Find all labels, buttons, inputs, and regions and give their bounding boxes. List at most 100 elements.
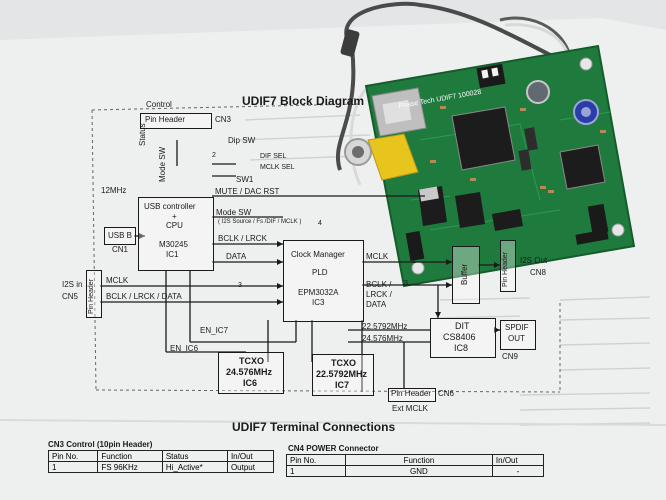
cn4-cell-inout: -: [491, 465, 545, 477]
mute-dac-rst-label: MUTE / DAC RST: [215, 187, 280, 196]
cpu-label: CPU: [166, 221, 183, 230]
pin-header-cn8-box: Pin Header: [500, 240, 516, 292]
mode-sw2-sub-label: ( I2S Source / Fs /DIF / MCLK ): [218, 219, 302, 225]
ext-mclk-label: Ext MCLK: [392, 404, 429, 413]
cn6-label: CN6: [438, 389, 455, 398]
dit-box: DIT CS8406 IC8: [430, 318, 496, 358]
data-label: DATA: [226, 252, 247, 261]
pin-header-cn5-label: Pin Header: [88, 278, 95, 314]
bclk-lrck-label: BCLK / LRCK: [218, 234, 267, 243]
status-label: Status: [138, 123, 147, 146]
spdif-out-box: SPDIF OUT: [500, 320, 536, 350]
pin-header-cn5-box: Pin Header: [86, 270, 102, 318]
cn4-header-inout: In/Out: [491, 454, 545, 466]
m30245-label: M30245: [159, 240, 188, 249]
pin-header-cn6-box: Pin Header: [388, 388, 436, 402]
i2s-in-label: I2S in: [62, 280, 83, 289]
spdif-label: SPDIF: [505, 323, 529, 332]
en-ic6-label: EN_IC6: [170, 344, 199, 353]
usb-controller-label: USB controller: [144, 202, 196, 211]
mode-sw2-label: Mode SW: [216, 208, 252, 217]
tcxo2-freq-label: 22.5792MHz: [316, 369, 368, 379]
ic8-label: IC8: [454, 343, 469, 353]
freq-22-label: 22.5792MHz: [362, 322, 408, 331]
usb-controller-box: USB controller + CPU M30245 IC1: [138, 197, 214, 271]
lrck-out-label: LRCK /: [366, 290, 392, 299]
usb-controller-plus: +: [172, 212, 177, 221]
mclk-out-label: MCLK: [366, 252, 389, 261]
usb-b-label: USB B: [108, 231, 133, 240]
cn5-label: CN5: [62, 292, 79, 301]
cn4-table-header-row: Pin No. Function In/Out: [286, 454, 545, 466]
tcxo2-label: TCXO: [331, 358, 357, 368]
cn3-table-header-row: Pin No. Function Status In/Out: [47, 450, 275, 462]
mclk-sel-label: MCLK SEL: [260, 164, 295, 171]
cn3-header-inout: In/Out: [226, 450, 275, 462]
cn4-cell-function: GND: [344, 465, 493, 477]
sw1-label: SW1: [236, 175, 254, 184]
tcxo1-freq-label: 24.576MHz: [226, 367, 273, 377]
bus-width-3b: 3: [404, 280, 408, 287]
control-label: Control: [146, 100, 172, 109]
cn3-table-title: CN3 Control (10pin Header): [48, 440, 153, 449]
cn3-header-function: Function: [97, 450, 163, 462]
cn4-header-pin: Pin No.: [286, 454, 346, 466]
cn3-header-pin: Pin No.: [47, 450, 99, 462]
pin-header-cn3-box: Pin Header: [140, 113, 212, 129]
mode-sw-label: Mode SW: [158, 146, 167, 182]
bus-width-4: 4: [318, 220, 322, 227]
cn3-table-row: 1 FS 96KHz Hi_Active* Output: [47, 461, 275, 473]
pin-header-cn8-label: Pin Header: [502, 251, 509, 287]
bclk-out-label: BCLK /: [366, 280, 392, 289]
tcxo-ic6-box: TCXO 24.576MHz IC6: [218, 352, 284, 394]
bus-width-3a: 3: [238, 282, 242, 289]
bus-width-1: 1: [412, 258, 416, 265]
cn4-cell-pin: 1: [286, 465, 346, 477]
cn4-table-row: 1 GND -: [286, 465, 545, 477]
ic7-label: IC7: [335, 380, 350, 390]
usb-b-box: USB B: [104, 227, 136, 245]
cn3-cell-function: FS 96KHz: [97, 461, 163, 473]
cn3-header-status: Status: [161, 450, 228, 462]
buffer-label: Buffer: [460, 263, 469, 285]
ic6-label: IC6: [243, 378, 258, 388]
bclk-lrck-data-label: BCLK / LRCK / DATA: [106, 292, 182, 301]
spdif-out-label: OUT: [508, 334, 525, 343]
dif-sel-label: DIF SEL: [260, 153, 287, 160]
ic3-label: IC3: [312, 298, 325, 307]
cn4-header-function: Function: [344, 454, 493, 466]
cn4-table: Pin No. Function In/Out 1 GND -: [286, 454, 545, 477]
dit-label: DIT: [455, 321, 470, 331]
mclk-in-label: MCLK: [106, 276, 129, 285]
data-out-label: DATA: [366, 300, 387, 309]
terminal-title: UDIF7 Terminal Connections: [232, 420, 396, 434]
cs8406-label: CS8406: [443, 332, 476, 342]
cn9-label: CN9: [502, 352, 519, 361]
freq-24-label: 24.576MHz: [362, 334, 403, 343]
i2s-out-label: I2S Out: [520, 256, 548, 265]
clock-manager-label: Clock Manager: [291, 250, 345, 259]
tcxo1-label: TCXO: [239, 356, 265, 366]
ic1-label: IC1: [166, 250, 179, 259]
cn3-cell-inout: Output: [226, 461, 275, 473]
tcxo-ic7-box: TCXO 22.5792MHz IC7: [312, 354, 374, 396]
crystal-12mhz-label: 12MHz: [101, 186, 127, 195]
cn3-label: CN3: [215, 115, 232, 124]
diagram-title: UDIF7 Block Diagram: [242, 94, 365, 108]
bus-width-2: 2: [212, 152, 216, 159]
dip-sw-label: Dip SW: [228, 136, 256, 145]
pin-header-cn6-label: Pin Header: [391, 389, 432, 398]
pld-label: PLD: [312, 268, 328, 277]
buffer-box: Buffer: [452, 246, 480, 304]
cn4-table-title: CN4 POWER Connector: [288, 444, 379, 453]
epm3032a-label: EPM3032A: [298, 288, 339, 297]
en-ic7-label: EN_IC7: [200, 326, 229, 335]
cn8-label: CN8: [530, 268, 547, 277]
cn1-label: CN1: [112, 245, 129, 254]
pin-header-cn3-label: Pin Header: [145, 115, 186, 124]
cn3-table: Pin No. Function Status In/Out 1 FS 96KH…: [47, 450, 275, 473]
cn3-cell-pin: 1: [47, 461, 99, 473]
cn3-cell-status: Hi_Active*: [161, 461, 228, 473]
